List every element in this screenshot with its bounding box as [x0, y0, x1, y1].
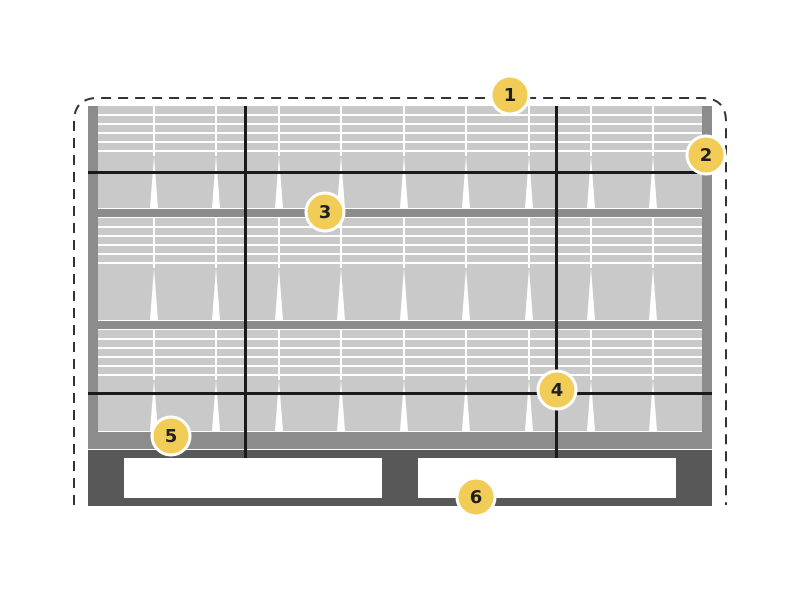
product-rim-line [98, 114, 702, 116]
product-rim-line [98, 226, 702, 228]
product-divider [403, 218, 405, 268]
product-gap [462, 156, 470, 208]
product-rim-line [98, 235, 702, 237]
pallet [88, 450, 712, 506]
product-gap [462, 380, 470, 431]
product-divider [528, 218, 530, 268]
product-gap [462, 268, 470, 320]
product-divider [215, 330, 217, 380]
product-gap [337, 156, 345, 208]
callout-badge: 2 [685, 134, 727, 176]
callout-number: 1 [504, 85, 517, 106]
product-gap [150, 380, 158, 431]
product-divider [528, 330, 530, 380]
product-layer [98, 106, 702, 208]
product-layers [98, 106, 702, 431]
stretch-wrap-outline [73, 97, 727, 505]
product-gap [275, 156, 283, 208]
product-gap [525, 268, 533, 320]
product-divider [340, 106, 342, 156]
product-gap [150, 156, 158, 208]
product-divider [403, 330, 405, 380]
product-rim-line [98, 253, 702, 255]
product-gap [525, 156, 533, 208]
callout-number: 3 [319, 202, 332, 223]
product-rim-line [98, 123, 702, 125]
strapping [88, 106, 712, 458]
product-divider [278, 330, 280, 380]
callout-badges: 1 2 3 4 5 6 [150, 74, 727, 518]
product-gap [525, 380, 533, 431]
product-divider [340, 330, 342, 380]
product-gap [275, 380, 283, 431]
callout-number: 2 [700, 145, 713, 166]
product-divider [528, 106, 530, 156]
product-rim-line [98, 374, 702, 376]
product-gap [150, 268, 158, 320]
product-rim-line [98, 347, 702, 349]
product-divider [153, 106, 155, 156]
product-divider [403, 106, 405, 156]
tier-sheet [98, 321, 702, 329]
pallet-fork-opening-left [124, 458, 382, 498]
product-rim-line [98, 132, 702, 134]
strap-vertical-left [244, 106, 247, 458]
product-gap [649, 268, 657, 320]
product-divider [590, 218, 592, 268]
product-layer [98, 330, 702, 431]
corner-board-right [702, 106, 712, 433]
product-gap [649, 156, 657, 208]
corner-board-left [88, 106, 98, 433]
callout-badge: 3 [304, 191, 346, 233]
strap-horizontal-bottom [88, 392, 712, 395]
callout-badge: 1 [489, 74, 531, 116]
product-divider [215, 106, 217, 156]
product-gap [337, 268, 345, 320]
product-gap [212, 380, 220, 431]
product-divider [465, 330, 467, 380]
product-gap [212, 268, 220, 320]
product-gap [400, 380, 408, 431]
tier-sheet [98, 209, 702, 217]
callout-number: 6 [470, 487, 483, 508]
product-gap [587, 156, 595, 208]
product-gap [400, 268, 408, 320]
product-gap [275, 268, 283, 320]
product-divider [652, 106, 654, 156]
product-rim-line [98, 141, 702, 143]
product-divider [590, 106, 592, 156]
product-rim-line [98, 356, 702, 358]
product-divider [465, 218, 467, 268]
product-rim-line [98, 262, 702, 264]
product-divider [153, 330, 155, 380]
product-gap [587, 268, 595, 320]
product-divider [340, 218, 342, 268]
callout-badge: 4 [536, 369, 578, 411]
product-gap [649, 380, 657, 431]
product-gap [212, 156, 220, 208]
callout-number: 5 [165, 426, 178, 447]
product-divider [652, 330, 654, 380]
product-divider [278, 106, 280, 156]
product-divider [278, 218, 280, 268]
product-rim-line [98, 150, 702, 152]
product-divider [153, 218, 155, 268]
callout-number: 4 [551, 380, 564, 401]
strap-vertical-right [555, 106, 558, 458]
product-gap [337, 380, 345, 431]
product-rim-line [98, 365, 702, 367]
product-rim-line [98, 244, 702, 246]
callout-badge: 6 [455, 476, 497, 518]
product-divider [465, 106, 467, 156]
product-gap [587, 380, 595, 431]
callout-badge: 5 [150, 415, 192, 457]
product-divider [652, 218, 654, 268]
product-divider [590, 330, 592, 380]
product-rim-line [98, 338, 702, 340]
strap-horizontal-top [88, 171, 712, 174]
product-divider [215, 218, 217, 268]
product-layer [98, 218, 702, 320]
product-gap [400, 156, 408, 208]
